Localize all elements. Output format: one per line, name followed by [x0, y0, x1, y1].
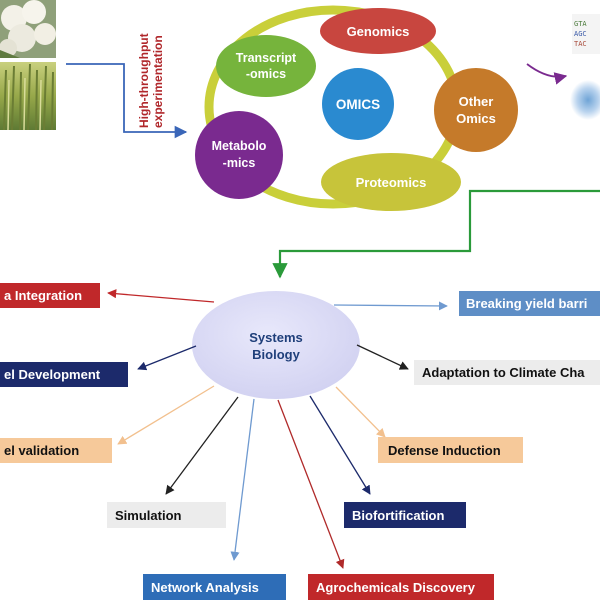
metabolomics-node: Metabolo -mics: [195, 111, 283, 199]
omics-center-node: OMICS: [322, 68, 394, 140]
arrow-network-analysis: [230, 398, 255, 561]
proteomics-label: Proteomics: [356, 175, 427, 190]
defense-induction-box: Defense Induction: [378, 437, 523, 463]
simulation-label: Simulation: [115, 508, 182, 523]
data-integration-label: a Integration: [4, 288, 82, 303]
omics-to-systems-arrow: [272, 189, 600, 279]
arrow-simulation: [165, 396, 239, 495]
genomics-node: Genomics: [320, 8, 436, 54]
svg-text:GTA: GTA: [574, 20, 587, 28]
arrow-agrochemicals: [277, 399, 345, 569]
breaking-yield-box: Breaking yield barri: [459, 291, 600, 316]
sequence-data-image: GTA AGC TAC: [572, 14, 600, 54]
arrow-biofortification: [309, 395, 371, 495]
biofortification-label: Biofortification: [352, 508, 444, 523]
agrochemicals-box: Agrochemicals Discovery: [308, 574, 494, 600]
metabolomics-label-2: -mics: [223, 156, 256, 170]
cell-image: [570, 80, 600, 120]
systems-biology-hub: Systems Biology: [192, 291, 360, 399]
network-analysis-label: Network Analysis: [151, 580, 259, 595]
arrow-defense-induction: [335, 386, 386, 438]
arrow-model-development: [137, 345, 197, 371]
svg-text:AGC: AGC: [574, 30, 587, 38]
hub-label-1: Systems: [249, 330, 302, 345]
model-validation-label: el validation: [4, 443, 79, 458]
model-development-box: el Development: [0, 362, 128, 387]
arrow-model-validation: [117, 385, 215, 445]
proteomics-node: Proteomics: [321, 153, 461, 211]
breaking-yield-label: Breaking yield barri: [466, 296, 587, 311]
adaptation-climate-box: Adaptation to Climate Cha: [414, 360, 600, 385]
images-to-omics-arrow: [66, 63, 188, 139]
cauliflower-image: [0, 0, 56, 58]
agrochemicals-label: Agrochemicals Discovery: [316, 580, 476, 595]
other-omics-label-1: Other: [459, 94, 494, 109]
simulation-box: Simulation: [107, 502, 226, 528]
omics-to-data-arrow: [526, 63, 568, 85]
svg-text:TAC: TAC: [574, 40, 587, 48]
adaptation-climate-label: Adaptation to Climate Cha: [422, 365, 585, 380]
other-omics-label-2: Omics: [456, 111, 496, 126]
model-validation-box: el validation: [0, 438, 112, 463]
wheat-field-image: [0, 62, 56, 131]
data-integration-box: a Integration: [0, 283, 100, 308]
defense-induction-label: Defense Induction: [388, 443, 501, 458]
transcriptomics-label-2: -omics: [246, 67, 286, 81]
arrow-breaking-yield: [333, 301, 448, 311]
other-omics-node: Other Omics: [434, 68, 518, 152]
high-throughput-label: High-throughput experimentation: [137, 30, 165, 128]
model-development-label: el Development: [4, 367, 101, 382]
arrow-data-integration: [107, 289, 215, 303]
network-analysis-box: Network Analysis: [143, 574, 286, 600]
hub-label-2: Biology: [252, 347, 300, 362]
arrow-adaptation: [356, 344, 409, 370]
genomics-label: Genomics: [347, 24, 410, 39]
omics-center-label: OMICS: [336, 97, 380, 112]
biofortification-box: Biofortification: [344, 502, 466, 528]
metabolomics-label-1: Metabolo: [212, 139, 267, 153]
transcriptomics-node: Transcript -omics: [216, 35, 316, 97]
transcriptomics-label-1: Transcript: [236, 51, 297, 65]
